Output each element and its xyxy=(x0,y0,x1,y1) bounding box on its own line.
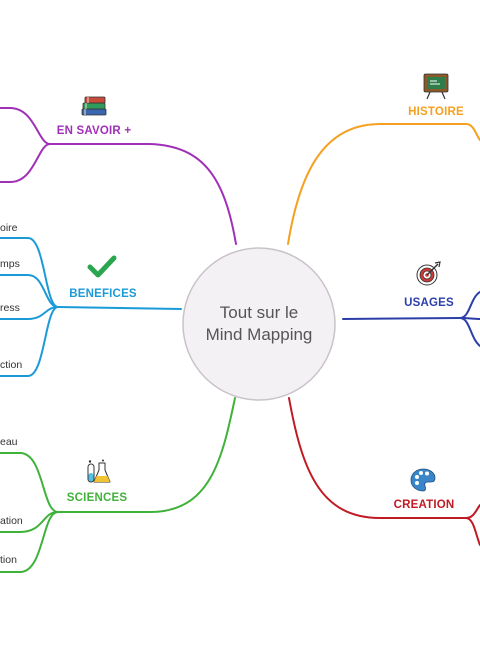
creation-leaf-line xyxy=(465,504,480,519)
branch-label-benefices[interactable]: BENEFICES xyxy=(69,288,137,300)
creation-main-line xyxy=(288,397,467,519)
benefices-leaf-line xyxy=(0,274,59,308)
center-node xyxy=(182,247,336,401)
leaf-label-benefices[interactable]: ress xyxy=(0,302,20,314)
sciences-leaf-line xyxy=(0,452,59,513)
branch-label-histoire[interactable]: HISTOIRE xyxy=(408,106,464,118)
usages-leaf-line xyxy=(459,317,480,347)
branch-label-sciences[interactable]: SCIENCES xyxy=(66,492,128,504)
chalkboard-icon xyxy=(423,73,449,100)
center-title: Tout sur le Mind Mapping xyxy=(183,248,335,400)
en-savoir-main-line xyxy=(49,143,237,245)
en-savoir-leaf-line xyxy=(0,107,51,145)
leaf-label-benefices[interactable]: oire xyxy=(0,222,18,234)
sciences-leaf-line xyxy=(0,511,59,573)
lab-flasks-icon xyxy=(87,459,111,483)
branch-benefices-lines xyxy=(0,237,182,377)
leaf-label-sciences[interactable]: eau xyxy=(0,436,18,448)
paint-palette-icon xyxy=(410,468,436,492)
usages-main-line xyxy=(342,317,461,320)
target-dart-icon xyxy=(416,261,441,286)
benefices-leaf-line xyxy=(0,237,59,308)
leaf-label-benefices[interactable]: mps xyxy=(0,258,20,270)
benefices-leaf-line xyxy=(0,306,59,377)
branch-creation-lines xyxy=(288,397,480,546)
leaf-label-sciences[interactable]: ation xyxy=(0,515,23,527)
branch-en-savoir-lines xyxy=(0,107,237,245)
center-title-line2: Mind Mapping xyxy=(205,325,313,344)
histoire-main-line xyxy=(287,123,467,245)
en-savoir-leaf-line xyxy=(0,143,51,183)
branch-usages-lines xyxy=(342,291,480,347)
branch-label-usages[interactable]: USAGES xyxy=(404,297,454,309)
branch-histoire-lines xyxy=(287,123,480,245)
branch-label-creation[interactable]: CREATION xyxy=(393,499,455,511)
benefices-main-line xyxy=(57,306,182,310)
leaf-label-sciences[interactable]: tion xyxy=(0,554,17,566)
usages-leaf-line xyxy=(459,291,480,319)
center-title-line1: Tout sur le xyxy=(219,303,299,322)
leaf-label-benefices[interactable]: ction xyxy=(0,359,23,371)
sciences-main-line xyxy=(57,397,236,513)
branch-label-en-savoir[interactable]: EN SAVOIR + xyxy=(56,125,132,137)
creation-leaf-line xyxy=(465,517,480,546)
benefices-leaf-line xyxy=(0,306,59,320)
histoire-leaf-line xyxy=(465,123,480,141)
checkmark-icon xyxy=(87,255,117,278)
branch-sciences-lines xyxy=(0,397,236,573)
books-icon xyxy=(81,96,107,116)
